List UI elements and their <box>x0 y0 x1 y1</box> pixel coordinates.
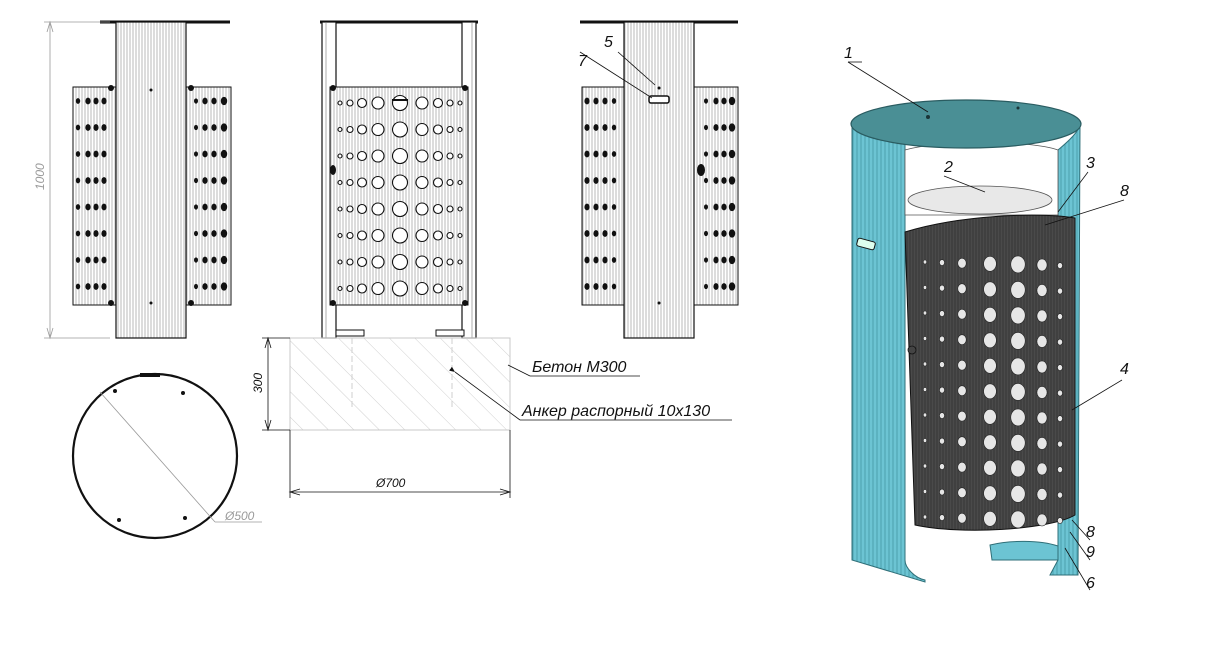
front-view <box>320 20 478 339</box>
top-view: Ø500 <box>71 372 262 540</box>
part-number-3: 3 <box>1086 155 1095 172</box>
part-number-5: 5 <box>604 34 613 51</box>
concrete-label: Бетон М300 <box>532 359 627 376</box>
perforation-front <box>337 94 463 297</box>
height-dimension-label: 1000 <box>33 163 47 190</box>
perforation-right <box>194 96 228 291</box>
part-number-1: 1 <box>844 45 853 62</box>
part-number-2: 2 <box>943 159 953 176</box>
part-number-4: 4 <box>1120 361 1129 378</box>
concrete-base: 300 Ø700 <box>251 336 512 498</box>
base-diameter-label: Ø700 <box>375 476 406 490</box>
perforation-left-2 <box>584 97 617 290</box>
part-number-9: 9 <box>1086 544 1095 561</box>
side-view-right: 5 7 <box>578 20 739 339</box>
side-view-left <box>72 20 232 339</box>
anchor-label: Анкер распорный 10х130 <box>521 403 710 420</box>
height-dimension: 1000 <box>33 20 110 340</box>
perforation-right-2 <box>704 96 736 291</box>
part-number-7: 7 <box>578 53 588 70</box>
perforation-iso <box>922 255 1063 529</box>
part-number-8-top: 8 <box>1120 183 1129 200</box>
perforation-left <box>75 97 107 290</box>
part-number-6: 6 <box>1086 575 1095 592</box>
isometric-view: 1 2 3 8 4 8 9 6 <box>844 45 1129 592</box>
bin-diameter-label: Ø500 <box>224 509 255 523</box>
base-height-label: 300 <box>251 373 265 393</box>
annotations: Бетон М300 Анкер распорный 10х130 <box>449 359 732 421</box>
part-number-8-bottom: 8 <box>1086 524 1095 541</box>
